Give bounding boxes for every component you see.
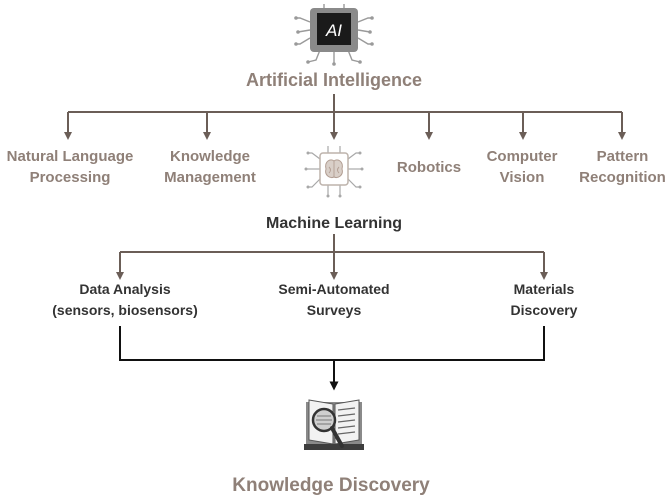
branch-computer-vision: Computer Vision — [486, 148, 558, 186]
branch-pattern-recognition: Pattern Recognition — [579, 148, 666, 186]
ai-chip-text: AI — [325, 21, 342, 40]
root-label: Artificial Intelligence — [245, 70, 423, 90]
branch-robotics: Robotics — [396, 159, 462, 176]
ml-branch-surveys: Semi-Automated Surveys — [278, 281, 390, 318]
ml-branch-data-analysis: Data Analysis (sensors, biosensors) — [52, 281, 198, 318]
branch-machine-learning: Machine Learning — [265, 215, 403, 232]
branch-knowledge-management: Knowledge Management — [164, 148, 256, 186]
ml-branch-materials: Materials Discovery — [510, 281, 578, 318]
result-label: Knowledge Discovery — [232, 475, 430, 496]
book-magnifier-icon — [304, 399, 364, 450]
ai-chip-icon: AI — [294, 4, 374, 66]
brain-chip-icon — [304, 146, 364, 198]
branch-nlp: Natural Language Processing — [6, 148, 134, 186]
